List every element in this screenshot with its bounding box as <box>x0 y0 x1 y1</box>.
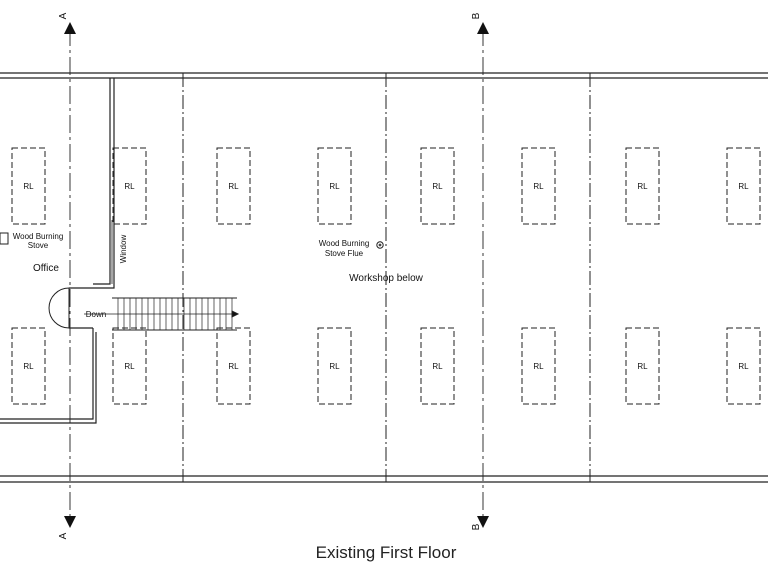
rooflight-outline <box>726 327 761 405</box>
bay-lines <box>182 73 591 482</box>
section-a-bottom-arrow <box>64 516 76 528</box>
section-a-top-label: A <box>58 12 69 19</box>
rooflight: RL <box>317 147 352 225</box>
section-a-bottom-label: A <box>58 532 69 539</box>
workshop-below-label: Workshop below <box>349 273 424 284</box>
rooflight-outline <box>112 147 147 225</box>
section-lines <box>69 28 484 520</box>
rooflight-label: RL <box>738 362 749 371</box>
external-walls <box>0 72 768 483</box>
rooflight: RL <box>521 327 556 405</box>
rooflight-label: RL <box>432 182 443 191</box>
rooflight: RL <box>625 327 660 405</box>
rooflight-outline <box>521 327 556 405</box>
stove-flue-symbol <box>376 241 384 249</box>
rooflight: RL <box>726 147 761 225</box>
section-b-bottom-arrow <box>477 516 489 528</box>
rooflight-outline <box>726 147 761 225</box>
rooflight-label: RL <box>23 362 34 371</box>
rooflight-label: RL <box>23 182 34 191</box>
rooflight: RL <box>11 327 46 405</box>
staircase <box>84 297 240 331</box>
drawing-title: Existing First Floor <box>316 543 457 562</box>
rooflight: RL <box>726 327 761 405</box>
rooflight: RL <box>216 327 251 405</box>
rooflight-outline <box>625 147 660 225</box>
rooflight-outline <box>625 327 660 405</box>
rooflight: RL <box>625 147 660 225</box>
rooflight-label: RL <box>738 182 749 191</box>
rooflight-outline <box>317 147 352 225</box>
rooflight: RL <box>521 147 556 225</box>
office-partition-walls <box>0 78 115 424</box>
rooflight-outline <box>216 327 251 405</box>
rooflight: RL <box>317 327 352 405</box>
rooflight: RL <box>216 147 251 225</box>
rooflight-label: RL <box>637 362 648 371</box>
rooflight-outline <box>216 147 251 225</box>
wood-burning-stove-label-line1: Wood Burning <box>13 232 64 241</box>
rooflight-outline <box>420 147 455 225</box>
rooflight-label: RL <box>432 362 443 371</box>
stove-flue-label-line2: Stove Flue <box>325 249 364 258</box>
rooflight-label: RL <box>329 182 340 191</box>
office-door <box>48 287 70 329</box>
rooflight-label: RL <box>533 362 544 371</box>
rooflight-outline <box>11 327 46 405</box>
rooflight: RL <box>11 147 46 225</box>
rooflight-label: RL <box>228 362 239 371</box>
section-b-top-arrow <box>477 22 489 34</box>
rooflight-label: RL <box>533 182 544 191</box>
rooflight-label: RL <box>329 362 340 371</box>
rooflight: RL <box>420 327 455 405</box>
rooflight-outline <box>11 147 46 225</box>
rooflight-outline <box>420 327 455 405</box>
rooflight: RL <box>112 327 147 405</box>
section-arrows <box>64 22 489 528</box>
rooflight: RL <box>112 147 147 225</box>
wood-burning-stove-label-line2: Stove <box>28 241 49 250</box>
stove-flue-label-line1: Wood Burning <box>319 239 370 248</box>
rooflight-label: RL <box>228 182 239 191</box>
rooflights: RL RL RL RL RL RL RL RL RL RL RL RL RL RL RL RL <box>11 147 761 405</box>
window-label: Window <box>119 235 128 264</box>
rooflight-outline <box>317 327 352 405</box>
rooflight-outline <box>112 327 147 405</box>
section-b-top-label: B <box>471 12 482 19</box>
rooflight: RL <box>420 147 455 225</box>
rooflight-label: RL <box>637 182 648 191</box>
wood-burning-stove-symbol <box>0 232 9 245</box>
rooflight-label: RL <box>124 182 135 191</box>
section-a-top-arrow <box>64 22 76 34</box>
stair-down-label: Down <box>86 310 106 319</box>
section-b-bottom-label: B <box>471 523 482 530</box>
rooflight-label: RL <box>124 362 135 371</box>
rooflight-outline <box>521 147 556 225</box>
office-label: Office <box>33 263 59 274</box>
